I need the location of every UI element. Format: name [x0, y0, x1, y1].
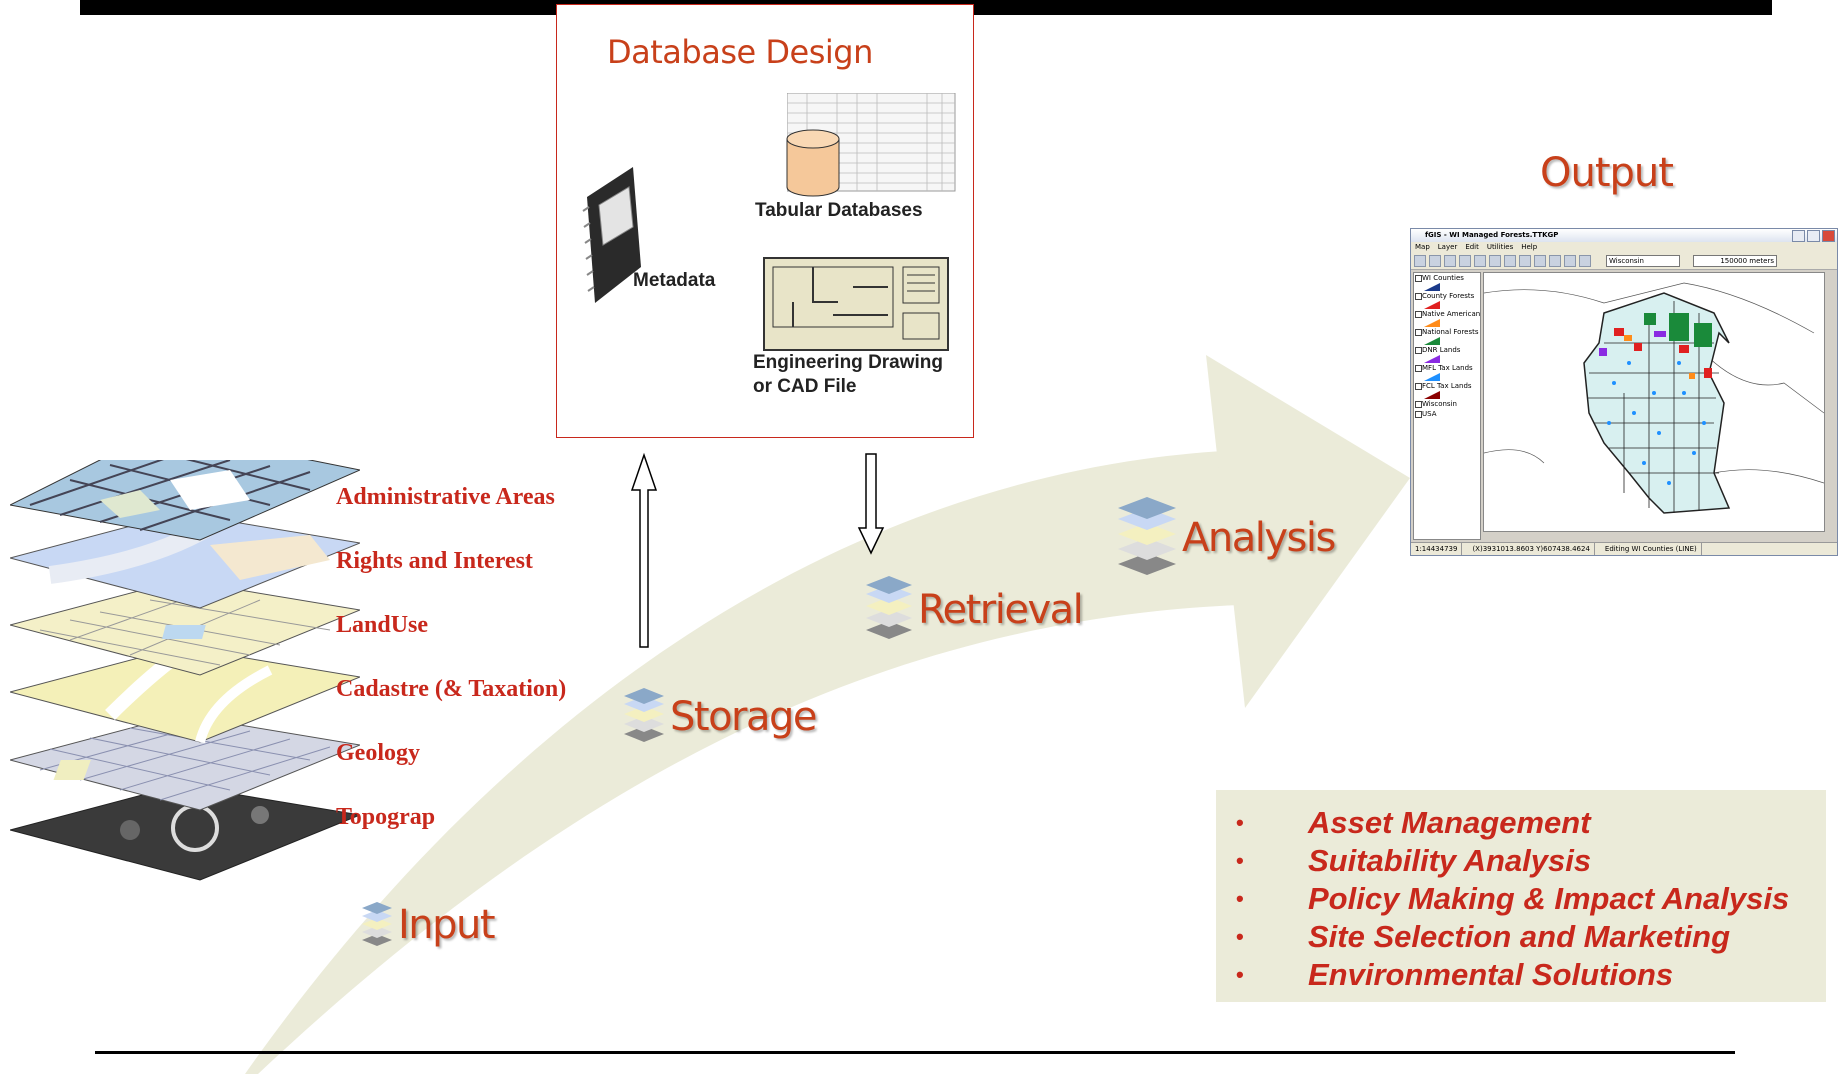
storage-up-arrow — [630, 452, 658, 648]
tool-icon — [1564, 255, 1576, 267]
application-item: Asset Management — [1216, 804, 1826, 842]
legend-swatch — [1424, 301, 1440, 309]
application-item: Environmental Solutions — [1216, 956, 1826, 994]
layer-label-topography: Topograp — [336, 804, 436, 830]
wisconsin-map — [1484, 282, 1824, 514]
tabular-databases-label: Tabular Databases — [755, 200, 923, 221]
database-cylinder-icon — [786, 129, 840, 197]
legend-swatch — [1424, 337, 1440, 345]
minimize-icon — [1792, 230, 1805, 242]
layer-grid — [10, 714, 360, 811]
scale-bar: 150000 meters — [1693, 255, 1777, 267]
database-design-box: Database Design Tabular Databases Metada… — [556, 4, 974, 438]
application-item: Policy Making & Impact Analysis — [1216, 880, 1826, 918]
maximize-icon — [1807, 230, 1820, 242]
engineering-drawing-label: Engineering Drawing or CAD File — [753, 351, 943, 399]
layer-cadastre — [10, 579, 360, 676]
legend-swatch — [1424, 373, 1440, 381]
tool-icon — [1489, 255, 1501, 267]
tool-icon — [1429, 255, 1441, 267]
gis-statusbar: 1:14434739 (X)3931013.8603 Y)607438.4624… — [1411, 542, 1837, 555]
menu-edit: Edit — [1465, 243, 1479, 251]
legend-fcl-tax-lands: FCL Tax Lands — [1414, 381, 1480, 391]
engineering-label-line1: Engineering Drawing — [753, 352, 944, 373]
gis-window-titlebar: fGIS - WI Managed Forests.TTKGP — [1411, 229, 1837, 242]
applications-box: Asset Management Suitability Analysis Po… — [1216, 790, 1826, 1002]
legend-wisconsin: Wisconsin — [1414, 399, 1480, 409]
gis-toolbar: Wisconsin 150000 meters — [1411, 253, 1837, 270]
legend-dnr-lands: DNR Lands — [1414, 345, 1480, 355]
gis-window-title: fGIS - WI Managed Forests.TTKGP — [1425, 231, 1559, 239]
stage-retrieval-label: Retrieval — [918, 587, 1084, 633]
legend-wi-counties: WI Counties — [1414, 273, 1480, 283]
status-mode: Editing WI Counties (LINE) — [1601, 543, 1702, 555]
legend-swatch — [1424, 391, 1440, 399]
layer-administrative — [10, 460, 360, 541]
gis-legend: WI Counties County Forests Native Americ… — [1413, 272, 1486, 540]
menu-layer: Layer — [1437, 243, 1458, 251]
legend-native-american: Native American L — [1414, 309, 1486, 319]
layer-landuse — [10, 512, 360, 609]
legend-national-forests: National Forests — [1414, 327, 1480, 337]
metadata-label: Metadata — [633, 270, 716, 291]
layer-label-cadastre: Cadastre (& Taxation) — [336, 676, 567, 702]
layer-label-landuse: LandUse — [336, 612, 429, 638]
application-item: Suitability Analysis — [1216, 842, 1826, 880]
legend-swatch — [1424, 283, 1440, 291]
database-design-title: Database Design — [607, 33, 873, 71]
menu-help: Help — [1521, 243, 1538, 251]
gis-application-window: fGIS - WI Managed Forests.TTKGP Map Laye… — [1410, 228, 1838, 556]
legend-usa: USA — [1414, 409, 1480, 419]
bottom-rule — [95, 1051, 1735, 1054]
layer-topography — [10, 784, 360, 881]
process-arrow-shape — [245, 450, 1240, 1074]
layers-icon — [1118, 497, 1176, 575]
layer-label-rights: Rights and Interest — [336, 548, 533, 574]
map-layers-stack — [10, 460, 360, 881]
legend-mfl-tax-lands: MFL Tax Lands — [1414, 363, 1480, 373]
metadata-notebook-icon — [582, 167, 641, 303]
output-title: Output — [1540, 150, 1674, 196]
application-item: Site Selection and Marketing — [1216, 918, 1826, 956]
retrieval-down-arrow — [857, 453, 885, 555]
status-scale: 1:14434739 — [1411, 543, 1463, 555]
tool-icon — [1444, 255, 1456, 267]
layer-select: Wisconsin — [1606, 255, 1680, 267]
menu-map: Map — [1415, 243, 1430, 251]
legend-swatch — [1424, 355, 1440, 363]
stage-analysis-label: Analysis — [1182, 515, 1336, 561]
tool-icon — [1459, 255, 1471, 267]
stage-retrieval: Retrieval — [864, 576, 1084, 644]
layers-icon — [362, 902, 392, 946]
layers-icon — [624, 688, 664, 742]
process-arrow-head — [1206, 355, 1410, 708]
stage-storage-label: Storage — [670, 694, 818, 740]
tool-icon — [1504, 255, 1516, 267]
tool-icon — [1549, 255, 1561, 267]
layer-label-administrative: Administrative Areas — [336, 484, 555, 510]
menu-utilities: Utilities — [1486, 243, 1514, 251]
stage-input-label: Input — [398, 902, 496, 948]
cad-drawing-icon — [763, 257, 949, 351]
tool-icon — [1579, 255, 1591, 267]
stage-storage: Storage — [622, 688, 818, 746]
gis-menubar: Map Layer Edit Utilities Help — [1411, 242, 1837, 253]
tool-icon — [1519, 255, 1531, 267]
legend-swatch — [1424, 319, 1440, 327]
tool-icon — [1414, 255, 1426, 267]
close-icon — [1822, 230, 1835, 242]
legend-county-forests: County Forests — [1414, 291, 1480, 301]
stage-input: Input — [360, 900, 496, 950]
engineering-label-line2: or CAD File — [753, 376, 857, 397]
layer-label-geology: Geology — [336, 740, 420, 766]
stage-analysis: Analysis — [1116, 496, 1336, 580]
tool-icon — [1534, 255, 1546, 267]
tool-icon — [1474, 255, 1486, 267]
gis-map-view — [1483, 272, 1825, 532]
applications-list: Asset Management Suitability Analysis Po… — [1216, 790, 1826, 994]
layers-icon — [866, 576, 912, 639]
status-coords: (X)3931013.8603 Y)607438.4624 — [1468, 543, 1595, 555]
